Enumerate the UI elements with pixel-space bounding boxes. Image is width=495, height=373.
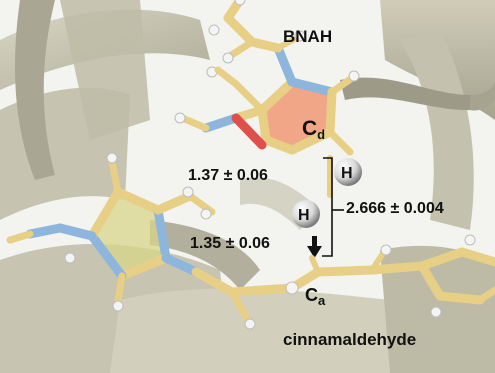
hydrogen-2-label: H	[298, 207, 310, 224]
carbon-d-symbol: C	[302, 117, 318, 140]
hydride-transfer	[292, 155, 362, 228]
hydrogen-1-label: H	[341, 165, 353, 182]
imidazole-molecule	[6, 152, 256, 330]
hydrogen-1-sphere	[334, 158, 362, 186]
carbon-a-label: Ca	[305, 286, 325, 307]
carbon-a-symbol: C	[305, 285, 318, 305]
h-ca-distance-label: 1.35 ± 0.06	[190, 235, 270, 252]
distance-bracket	[322, 157, 344, 257]
carbon-d-label: Cd	[302, 118, 325, 141]
h-h-distance-label: 2.666 ± 0.004	[346, 200, 444, 217]
bnah-label: BNAH	[283, 27, 333, 46]
hydrogen-2-sphere	[292, 200, 320, 228]
carbon-d-subscript: d	[317, 127, 326, 142]
arrow-down-icon	[307, 236, 322, 258]
carbon-a-subscript: a	[318, 293, 326, 308]
cinnamaldehyde-label: cinnamaldehyde	[283, 330, 417, 349]
cd-h-distance-label: 1.37 ± 0.06	[188, 167, 268, 184]
bnah-molecule	[174, 0, 360, 156]
cinnamaldehyde-molecule	[227, 234, 495, 318]
